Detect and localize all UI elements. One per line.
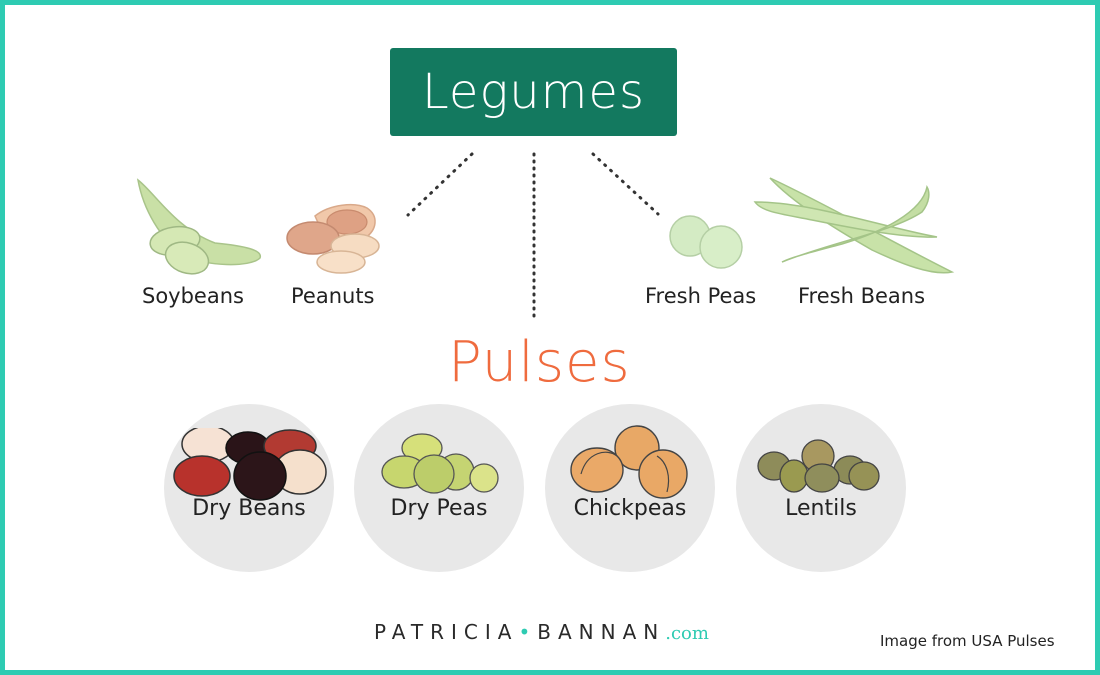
dry-beans-icon [173,428,327,501]
legume-label-soybeans: Soybeans [142,284,244,308]
pulse-label-dry-beans: Dry Beans [192,496,306,521]
legume-label-peanuts: Peanuts [291,284,375,308]
legumes-title-box: Legumes [390,48,677,136]
green-beans-icon [753,177,955,274]
fresh-peas-icon [669,215,743,269]
brand-last-name: BANNAN [537,620,666,644]
pulse-label-chickpeas: Chickpeas [573,496,687,521]
pulses-title: Pulses [448,330,631,395]
soybean-pod-icon [136,178,261,275]
brand-logo: PATRICIA•BANNAN.com [374,620,709,644]
image-credit: Image from USA Pulses [880,632,1055,650]
pulse-card-dry-peas: Dry Peas [354,404,524,572]
legume-label-fresh-peas: Fresh Peas [645,284,757,308]
legumes-title: Legumes [422,64,645,120]
peanut-icon [286,203,380,274]
pulse-card-lentils: Lentils [736,404,906,572]
pulse-card-dry-beans: Dry Beans [164,404,334,572]
brand-dot-icon: • [518,620,538,644]
lentils-icon [757,439,880,493]
dry-peas-icon [381,433,499,494]
pulse-label-lentils: Lentils [785,496,857,521]
legume-label-fresh-beans: Fresh Beans [798,284,926,308]
pulse-card-chickpeas: Chickpeas [545,404,715,572]
brand-tld: .com [665,623,709,644]
brand-first-name: PATRICIA [374,620,519,644]
pulse-label-dry-peas: Dry Peas [390,496,488,521]
chickpeas-icon [570,425,688,499]
